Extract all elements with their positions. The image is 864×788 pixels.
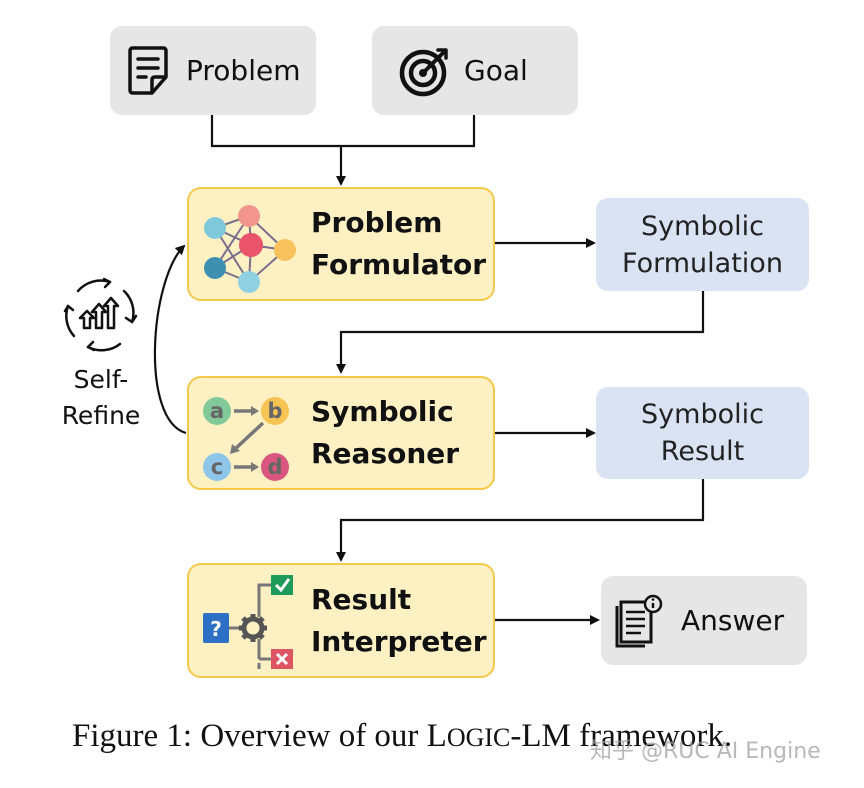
interpreter-title-line1: Result — [311, 582, 412, 616]
interpreter-icon: ? — [203, 574, 293, 669]
arrow-self-refine — [153, 244, 187, 435]
symbolic-reasoner-box: a b c d Symbolic Reasoner — [187, 376, 495, 490]
document-icon — [128, 45, 168, 95]
result-line1: Symbolic — [641, 399, 764, 430]
caption-suffix: -LM framework. — [510, 718, 733, 754]
gear-icon — [239, 613, 267, 642]
goal-label: Goal — [464, 54, 528, 87]
interpreter-title-line2: Interpreter — [311, 624, 487, 658]
goal-input-box: Goal — [372, 26, 578, 115]
answer-document-icon — [615, 594, 663, 647]
result-line2: Result — [660, 436, 745, 467]
target-icon — [399, 47, 448, 96]
result-interpreter-box: ? Result Interpreter — [187, 563, 495, 678]
self-refine-label: Self- Refine — [52, 362, 150, 434]
node-b: b — [267, 399, 282, 423]
caption-smallcaps: OGIC — [446, 723, 511, 752]
reasoner-title-line2: Reasoner — [311, 437, 460, 470]
arrow-formulation-to-reasoner — [336, 291, 705, 374]
formulation-line1: Symbolic — [641, 210, 764, 242]
formulation-line2: Formulation — [622, 247, 783, 279]
caption-prefix: Figure 1: Overview of our L — [72, 718, 447, 754]
problem-input-box: Problem — [110, 26, 316, 115]
problem-label: Problem — [186, 54, 301, 87]
watermark: 知乎 @RUC AI Engine — [590, 739, 821, 764]
self-refine-icon — [63, 277, 138, 352]
question-mark: ? — [210, 617, 222, 641]
formulator-title-line1: Problem — [311, 206, 443, 239]
node-d: d — [267, 455, 282, 479]
reasoning-graph-icon: a b c d — [203, 397, 289, 481]
symbolic-result-box: Symbolic Result — [596, 387, 809, 479]
problem-formulator-box: Problem Formulator — [187, 187, 495, 301]
reasoner-title-line1: Symbolic — [311, 395, 454, 428]
node-a: a — [210, 399, 224, 423]
formulator-title-line2: Formulator — [311, 248, 487, 281]
arrow-result-to-interpreter — [336, 479, 705, 562]
self-refine-line2: Refine — [61, 401, 141, 430]
symbolic-formulation-box: Symbolic Formulation — [596, 198, 809, 291]
figure-caption: Figure 1: Overview of our LOGIC-LM frame… — [72, 718, 732, 755]
neural-network-icon — [204, 205, 296, 293]
answer-label: Answer — [681, 604, 785, 637]
check-icon — [271, 574, 293, 595]
answer-box: Answer — [601, 576, 807, 665]
self-refine-line1: Self- — [73, 365, 129, 394]
node-c: c — [211, 455, 223, 479]
